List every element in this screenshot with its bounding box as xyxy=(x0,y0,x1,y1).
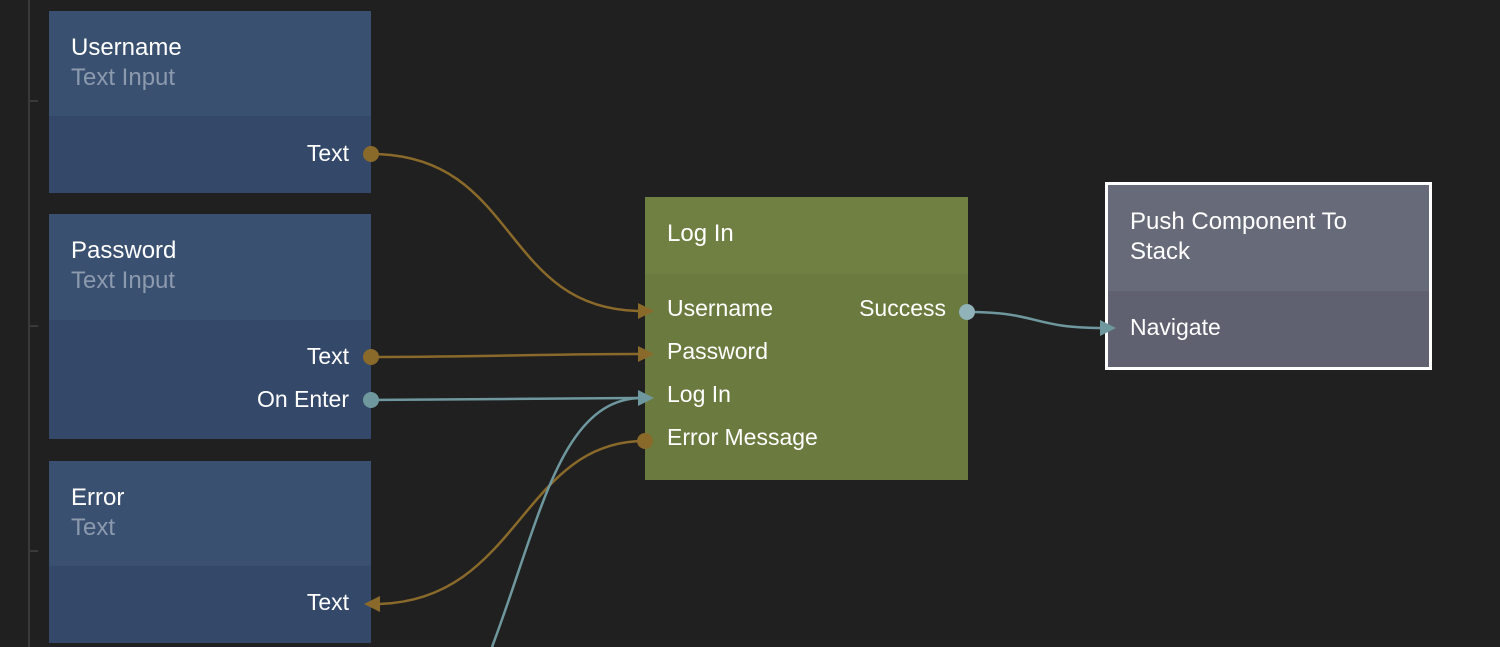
port-text-out[interactable]: Text xyxy=(306,343,349,369)
wire-username-text[interactable] xyxy=(370,152,643,313)
port-navigate-in[interactable]: Navigate xyxy=(1130,314,1221,340)
hierarchy-line xyxy=(28,0,30,647)
port-text-out[interactable]: Text xyxy=(306,140,349,166)
hierarchy-tick xyxy=(28,325,38,327)
port-error-message-out[interactable]: Error Message xyxy=(667,424,818,450)
wire-password-text[interactable] xyxy=(370,352,643,359)
wire-external-login[interactable] xyxy=(490,396,643,647)
password-node[interactable]: Password Text Input Text On Enter xyxy=(49,214,371,439)
port-text-in[interactable]: Text xyxy=(306,589,349,615)
node-title: Username xyxy=(71,34,182,61)
error-node[interactable]: Error Text Text xyxy=(49,461,371,643)
node-type: Text xyxy=(71,514,116,541)
port-success-out[interactable]: Success xyxy=(859,295,946,321)
node-title: Push Component To Stack xyxy=(1130,208,1348,265)
hierarchy-tick xyxy=(28,550,38,552)
node-type: Text Input xyxy=(71,267,176,294)
wire-success-navigate[interactable] xyxy=(966,310,1105,330)
node-title: Error xyxy=(71,484,125,511)
port-on-enter-out[interactable]: On Enter xyxy=(256,386,349,412)
wire-on-enter[interactable] xyxy=(370,396,643,402)
node-title: Password xyxy=(71,237,177,264)
node-type: Text Input xyxy=(71,64,176,91)
hierarchy-tick xyxy=(28,100,38,102)
login-node[interactable]: Log In Username Success Password Log In … xyxy=(645,197,968,480)
wire-error-message[interactable] xyxy=(373,439,646,606)
push-component-node[interactable]: Push Component To Stack Navigate xyxy=(1105,182,1432,370)
username-node[interactable]: Username Text Input Text xyxy=(49,11,371,193)
port-password-in[interactable]: Password xyxy=(667,338,768,364)
node-title: Log In xyxy=(667,220,734,247)
port-username-in[interactable]: Username xyxy=(667,295,774,321)
port-login-in[interactable]: Log In xyxy=(667,381,731,407)
